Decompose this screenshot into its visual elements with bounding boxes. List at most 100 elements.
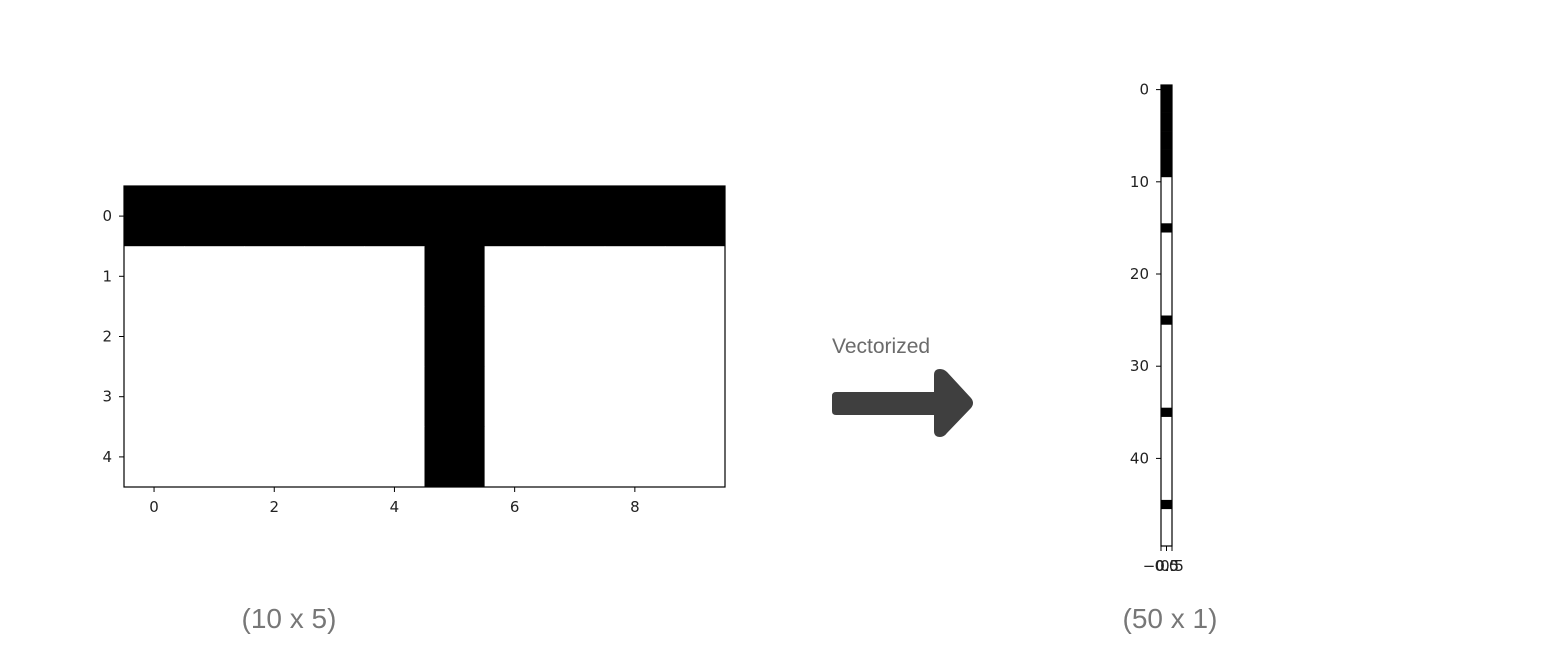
vector-cell <box>1161 324 1172 335</box>
vector-cell <box>1161 472 1172 482</box>
vector-cell <box>1161 499 1172 510</box>
vectorized-label: Vectorized <box>832 335 930 358</box>
x-tick-label: 2 <box>269 498 279 516</box>
matrix-cell <box>244 186 305 247</box>
matrix-cell <box>664 246 726 307</box>
vector-cell <box>1161 315 1172 326</box>
vector-cell <box>1161 278 1172 289</box>
matrix-cell <box>364 366 425 428</box>
vector-cell <box>1161 112 1172 123</box>
vector-cell <box>1161 167 1172 178</box>
vector-cell <box>1161 306 1172 316</box>
vector-cell <box>1161 536 1172 547</box>
vector-cell <box>1161 444 1172 455</box>
y-tick-label: 1 <box>102 267 112 285</box>
matrix-cell <box>544 366 606 428</box>
matrix-cell <box>424 366 485 428</box>
matrix-cell <box>604 306 666 367</box>
matrix-cell <box>664 426 726 488</box>
matrix-cell <box>424 246 485 307</box>
matrix-cell <box>424 426 485 488</box>
vector-cell <box>1161 527 1172 538</box>
y-tick-label: 30 <box>1130 357 1149 375</box>
vector-cell <box>1161 463 1172 473</box>
matrix-cell <box>124 246 185 307</box>
matrix-size-caption: (10 x 5) <box>242 603 337 634</box>
vector-cell <box>1161 435 1172 445</box>
matrix-cell <box>604 366 666 428</box>
x-tick-label: 8 <box>630 498 640 516</box>
vector-cell <box>1161 509 1172 519</box>
matrix-cell <box>604 246 666 307</box>
x-tick-label: 4 <box>390 498 400 516</box>
vector-cell <box>1161 426 1172 436</box>
vector-cell <box>1161 85 1172 95</box>
matrix-cell <box>424 186 485 247</box>
vector-cell <box>1161 214 1172 224</box>
vector-cell <box>1161 131 1172 141</box>
matrix-cell <box>544 186 606 247</box>
x-tick-label: −0.5 <box>1143 557 1179 575</box>
matrix-cell <box>304 186 365 247</box>
matrix-cell <box>364 306 425 367</box>
vector-cell <box>1161 297 1172 307</box>
vector-cell <box>1161 389 1172 399</box>
y-tick-label: 0 <box>1139 81 1149 99</box>
matrix-cell <box>184 246 245 307</box>
vector-cell <box>1161 370 1172 381</box>
vector-cell <box>1161 453 1172 464</box>
vector-cell <box>1161 103 1172 113</box>
y-tick-label: 10 <box>1130 173 1149 191</box>
y-tick-label: 40 <box>1130 449 1149 467</box>
matrix-cell <box>244 426 305 488</box>
matrix-cell <box>184 306 245 367</box>
x-tick-label: 6 <box>510 498 520 516</box>
vector-cell <box>1161 287 1172 298</box>
matrix-cell <box>604 186 666 247</box>
y-tick-label: 3 <box>102 388 112 406</box>
matrix-cell <box>424 306 485 367</box>
vector-cell <box>1161 260 1172 270</box>
x-tick-label: 0.0 <box>1155 557 1179 575</box>
vector-cell <box>1161 481 1172 491</box>
vector-cell <box>1161 177 1172 187</box>
matrix-cell <box>364 426 425 488</box>
vector-cell <box>1161 398 1172 408</box>
vector-size-caption: (50 x 1) <box>1123 603 1218 634</box>
matrix-cell <box>304 366 365 428</box>
vector-cell <box>1161 186 1172 196</box>
vector-cell <box>1161 195 1172 206</box>
vector-cell <box>1161 407 1172 418</box>
vector-cell <box>1161 269 1172 279</box>
matrix-cell <box>484 426 546 488</box>
vector-cell <box>1161 232 1172 243</box>
x-tick-label: 0 <box>149 498 159 516</box>
matrix-cell <box>484 306 546 367</box>
vector-cell <box>1161 149 1172 160</box>
y-tick-label: 0 <box>102 207 112 225</box>
matrix-cell <box>124 366 185 428</box>
vector-cell <box>1161 223 1172 233</box>
vector-cell <box>1161 416 1172 427</box>
y-tick-label: 20 <box>1130 265 1149 283</box>
vector-cell <box>1161 518 1172 528</box>
y-tick-label: 2 <box>102 328 112 346</box>
matrix-cell <box>304 306 365 367</box>
matrix-cell <box>484 186 546 247</box>
vector-cell <box>1161 121 1172 132</box>
matrix-cell <box>604 426 666 488</box>
matrix-cell <box>664 306 726 367</box>
matrix-cell <box>244 366 305 428</box>
matrix-cell <box>184 186 245 247</box>
vector-cell <box>1161 490 1172 501</box>
matrix-cell <box>184 426 245 488</box>
matrix-cell <box>544 306 606 367</box>
matrix-cell <box>184 366 245 428</box>
matrix-cell <box>124 186 185 247</box>
vector-cell <box>1161 204 1172 215</box>
matrix-cell <box>544 246 606 307</box>
matrix-cell <box>244 246 305 307</box>
